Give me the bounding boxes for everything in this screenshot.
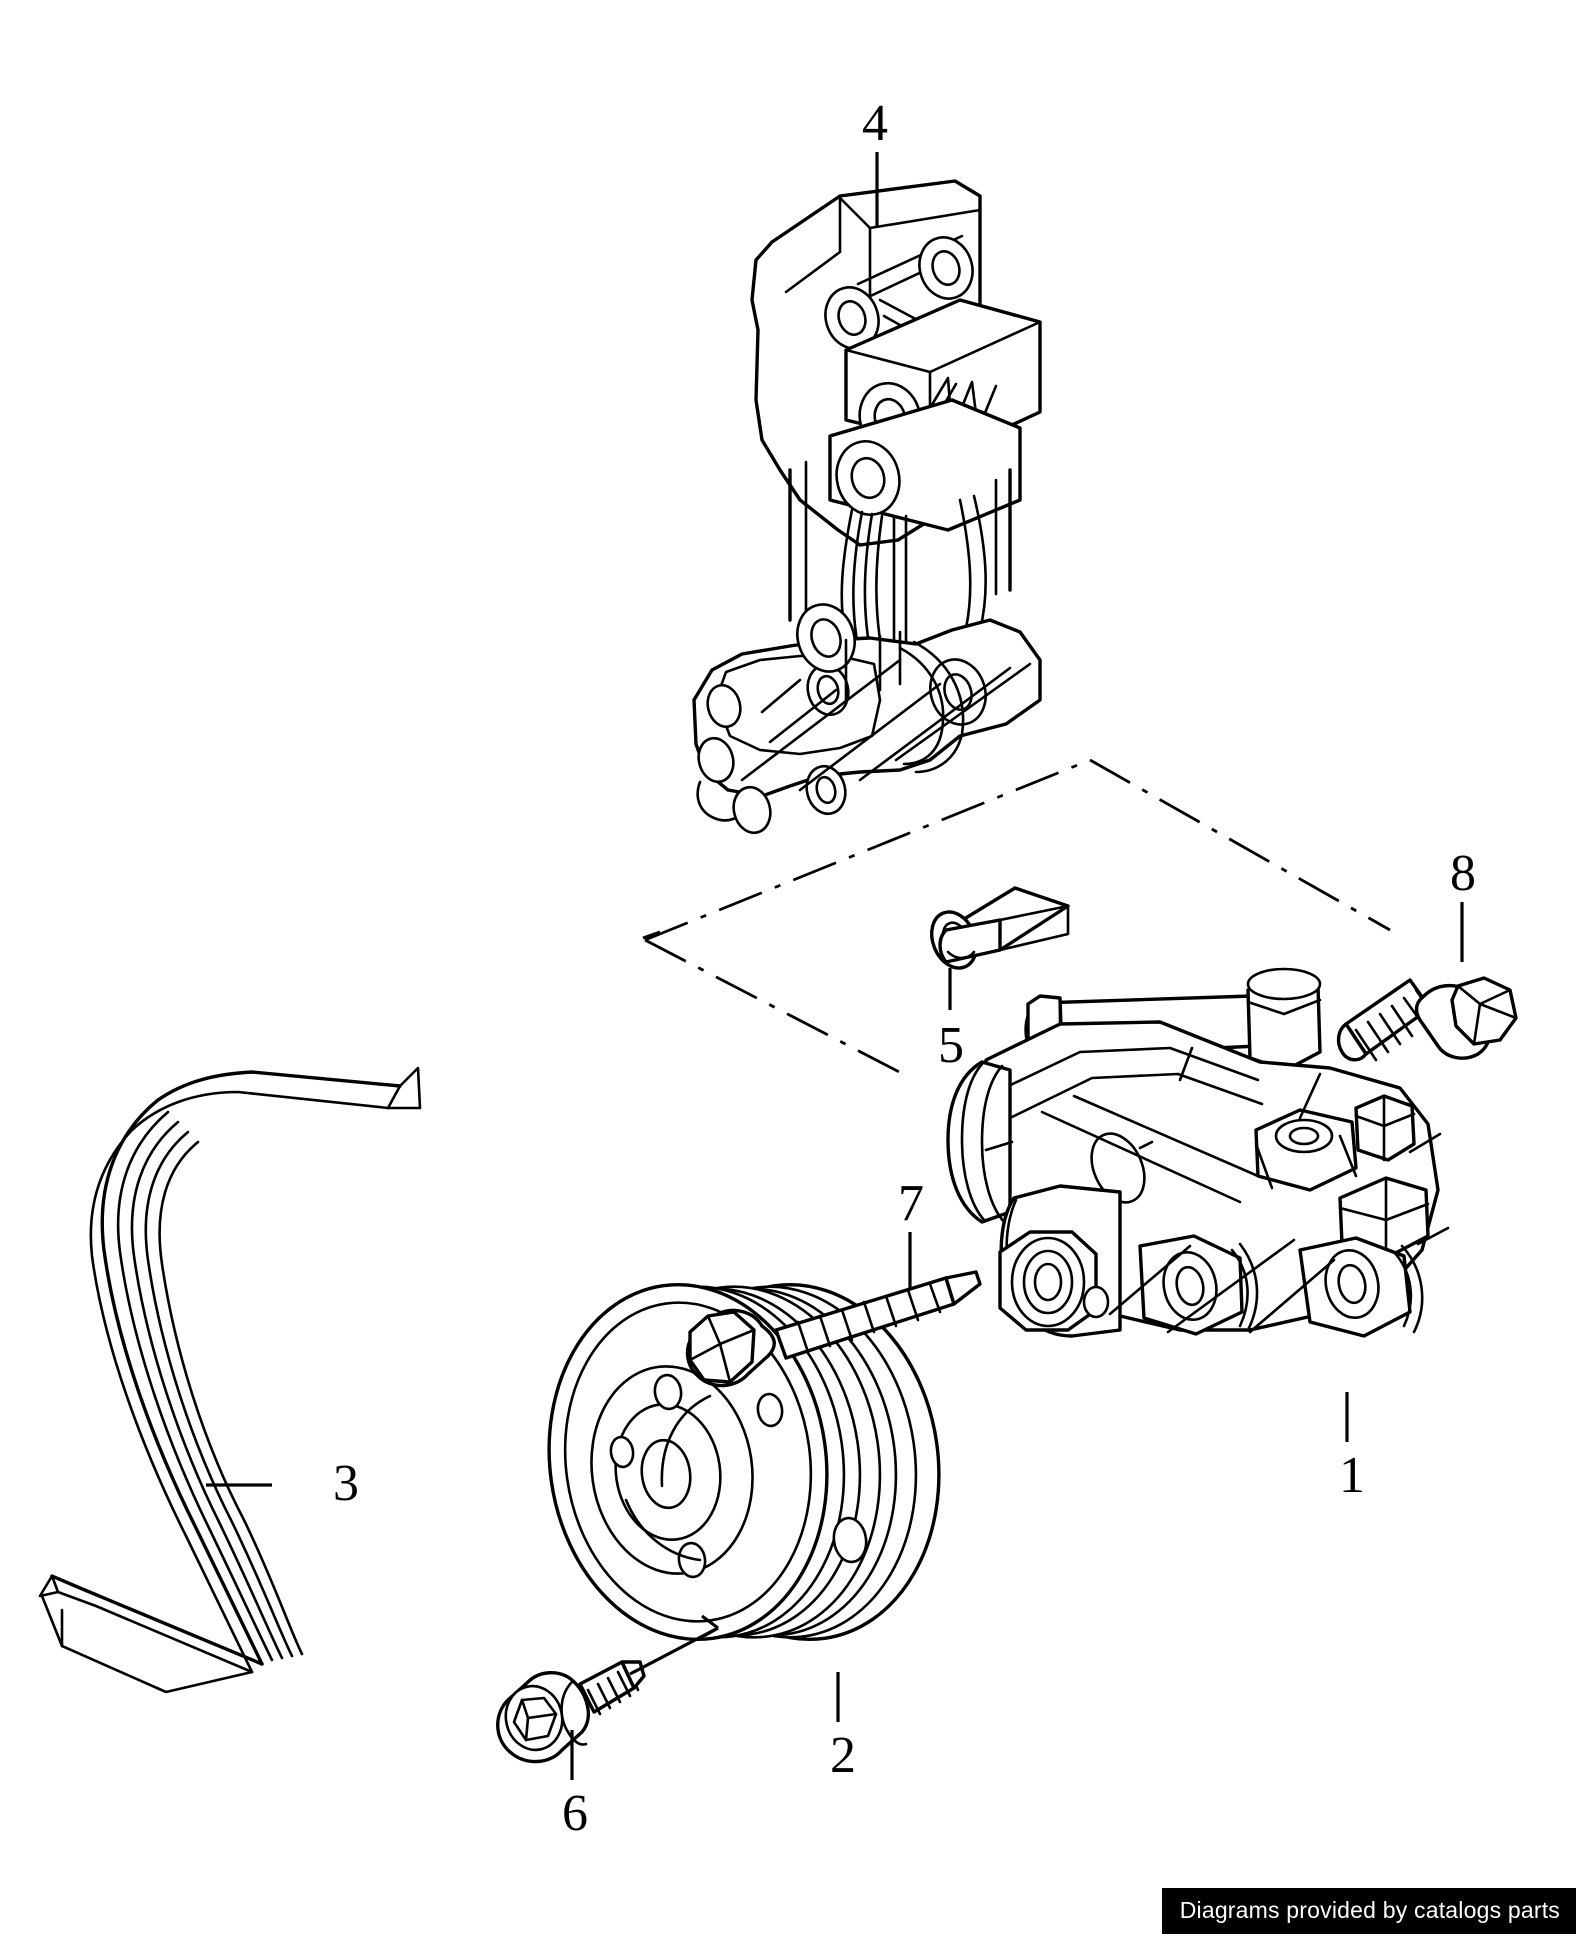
callout-label-3: 3	[333, 1455, 359, 1512]
bracket-adapter-plate	[692, 603, 1042, 835]
mounting-bracket	[750, 179, 1042, 658]
socket-head-cap-screw	[496, 1614, 719, 1764]
callout-label-8: 8	[1450, 845, 1476, 902]
hex-flange-bolt-lower	[685, 1270, 982, 1388]
hex-flange-bolt-upper	[1336, 976, 1518, 1062]
v-ribbed-belt	[38, 1066, 422, 1694]
assembly-centerline	[642, 758, 1391, 1077]
power-steering-pump	[946, 967, 1450, 1338]
callout-label-2: 2	[830, 1727, 856, 1784]
watermark-banner: Diagrams provided by catalogs parts	[1161, 1888, 1576, 1934]
callout-label-6: 6	[562, 1785, 588, 1842]
callout-label-4: 4	[862, 95, 888, 152]
callout-leader-lines	[206, 152, 1464, 1780]
spacer-sleeve-bushing	[930, 886, 1070, 970]
callout-label-5: 5	[938, 1017, 964, 1074]
callout-label-7: 7	[898, 1175, 924, 1232]
callout-label-1: 1	[1339, 1447, 1365, 1504]
